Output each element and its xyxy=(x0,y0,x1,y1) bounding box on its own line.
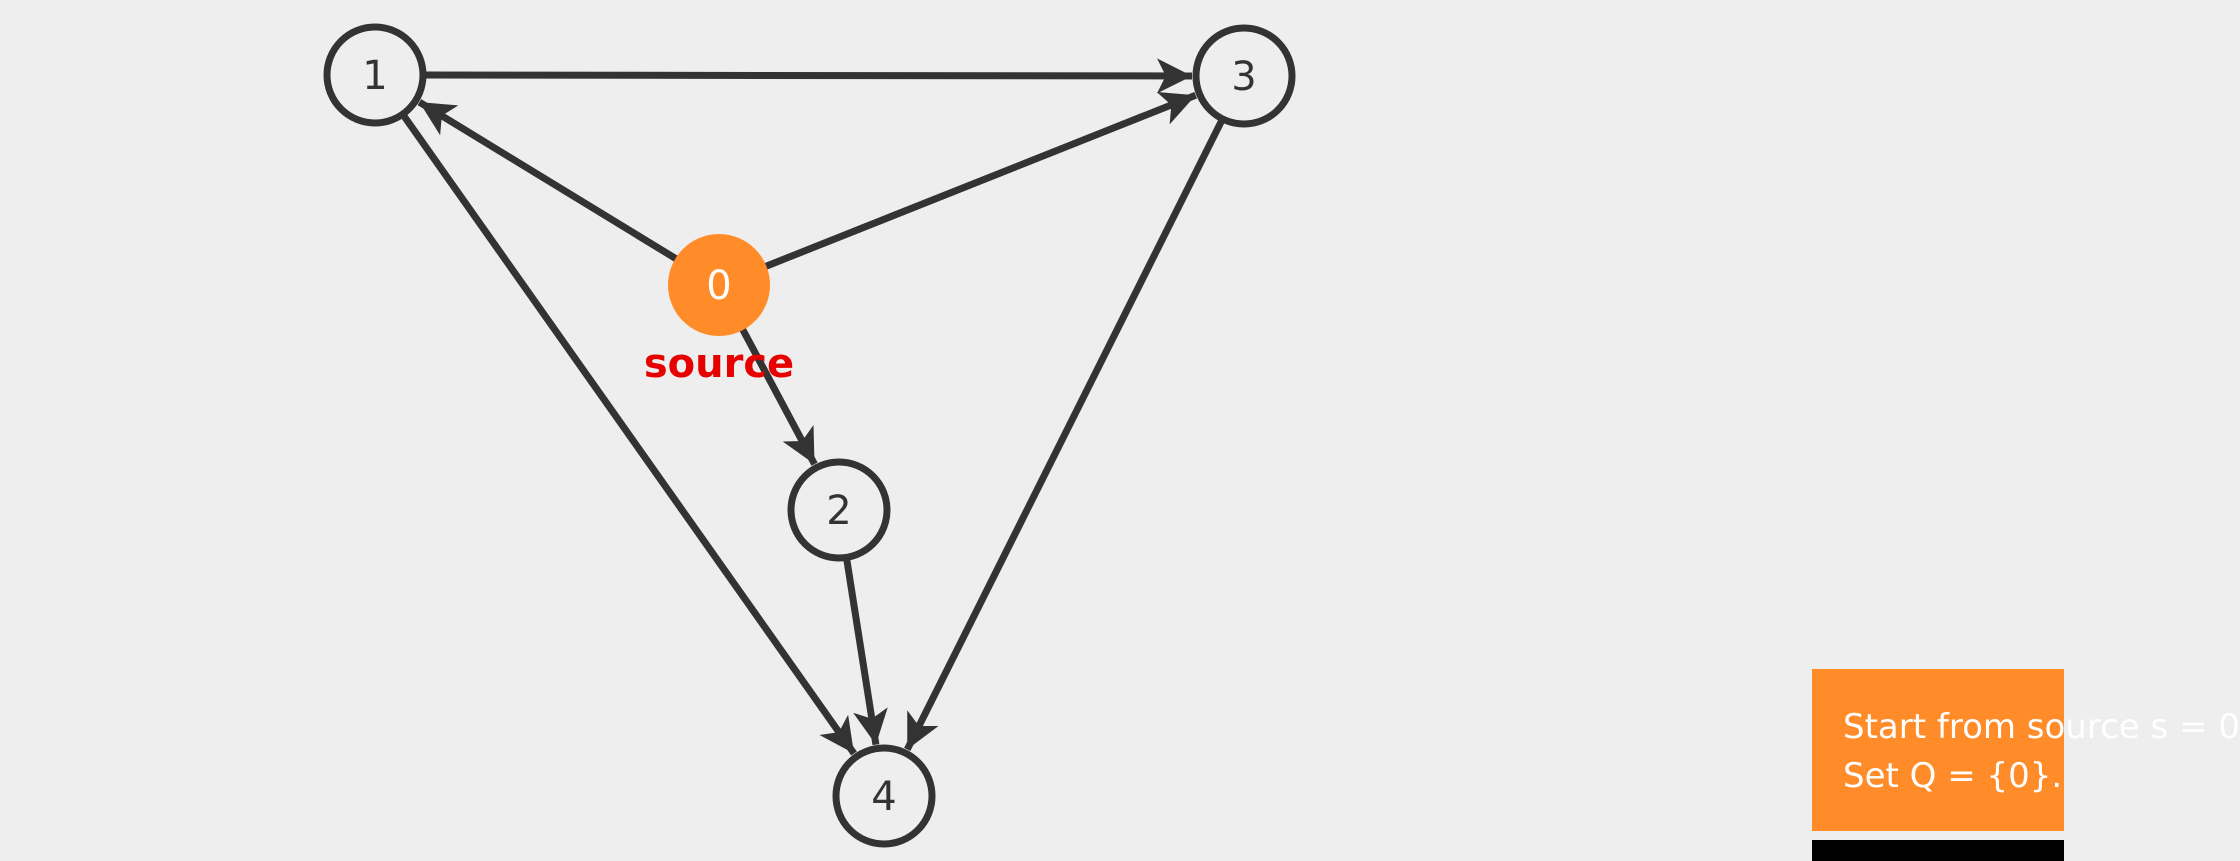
graph-canvas: 0 1 2 3 4 source xyxy=(323,23,1296,848)
node-circle-1 xyxy=(323,23,427,127)
status-line-1: Start from source s = 0 xyxy=(1843,707,2240,747)
edge-1-4 xyxy=(399,112,857,756)
node-label-0: 0 xyxy=(706,263,731,309)
edge-1-3 xyxy=(422,58,1193,94)
node-0[interactable]: 0 xyxy=(668,234,770,336)
node-circle-2 xyxy=(787,458,891,562)
node-2[interactable]: 2 xyxy=(787,458,891,562)
edges-layer xyxy=(399,58,1226,756)
status-line-2: Set Q = {0}. xyxy=(1843,756,2063,796)
edge-2-4 xyxy=(843,556,888,746)
edge-0-2 xyxy=(738,325,818,466)
edge-0-3 xyxy=(762,91,1197,271)
source-caption: source xyxy=(644,341,794,387)
nodes-layer: 0 1 2 3 4 xyxy=(323,23,1296,848)
edge-3-4 xyxy=(904,117,1226,752)
node-label-3: 3 xyxy=(1231,54,1256,100)
node-1[interactable]: 1 xyxy=(323,23,427,127)
node-circle-3 xyxy=(1192,24,1296,128)
node-3[interactable]: 3 xyxy=(1192,24,1296,128)
node-4[interactable]: 4 xyxy=(832,744,936,848)
node-label-1: 1 xyxy=(362,53,387,99)
edge-0-1 xyxy=(417,99,680,263)
node-circle-4 xyxy=(832,744,936,848)
code-panel xyxy=(1812,840,2064,861)
node-label-2: 2 xyxy=(826,488,851,534)
status-panel: Start from source s = 0 Set Q = {0}. xyxy=(1812,669,2240,831)
node-circle-0 xyxy=(668,234,770,336)
node-label-4: 4 xyxy=(871,774,896,820)
